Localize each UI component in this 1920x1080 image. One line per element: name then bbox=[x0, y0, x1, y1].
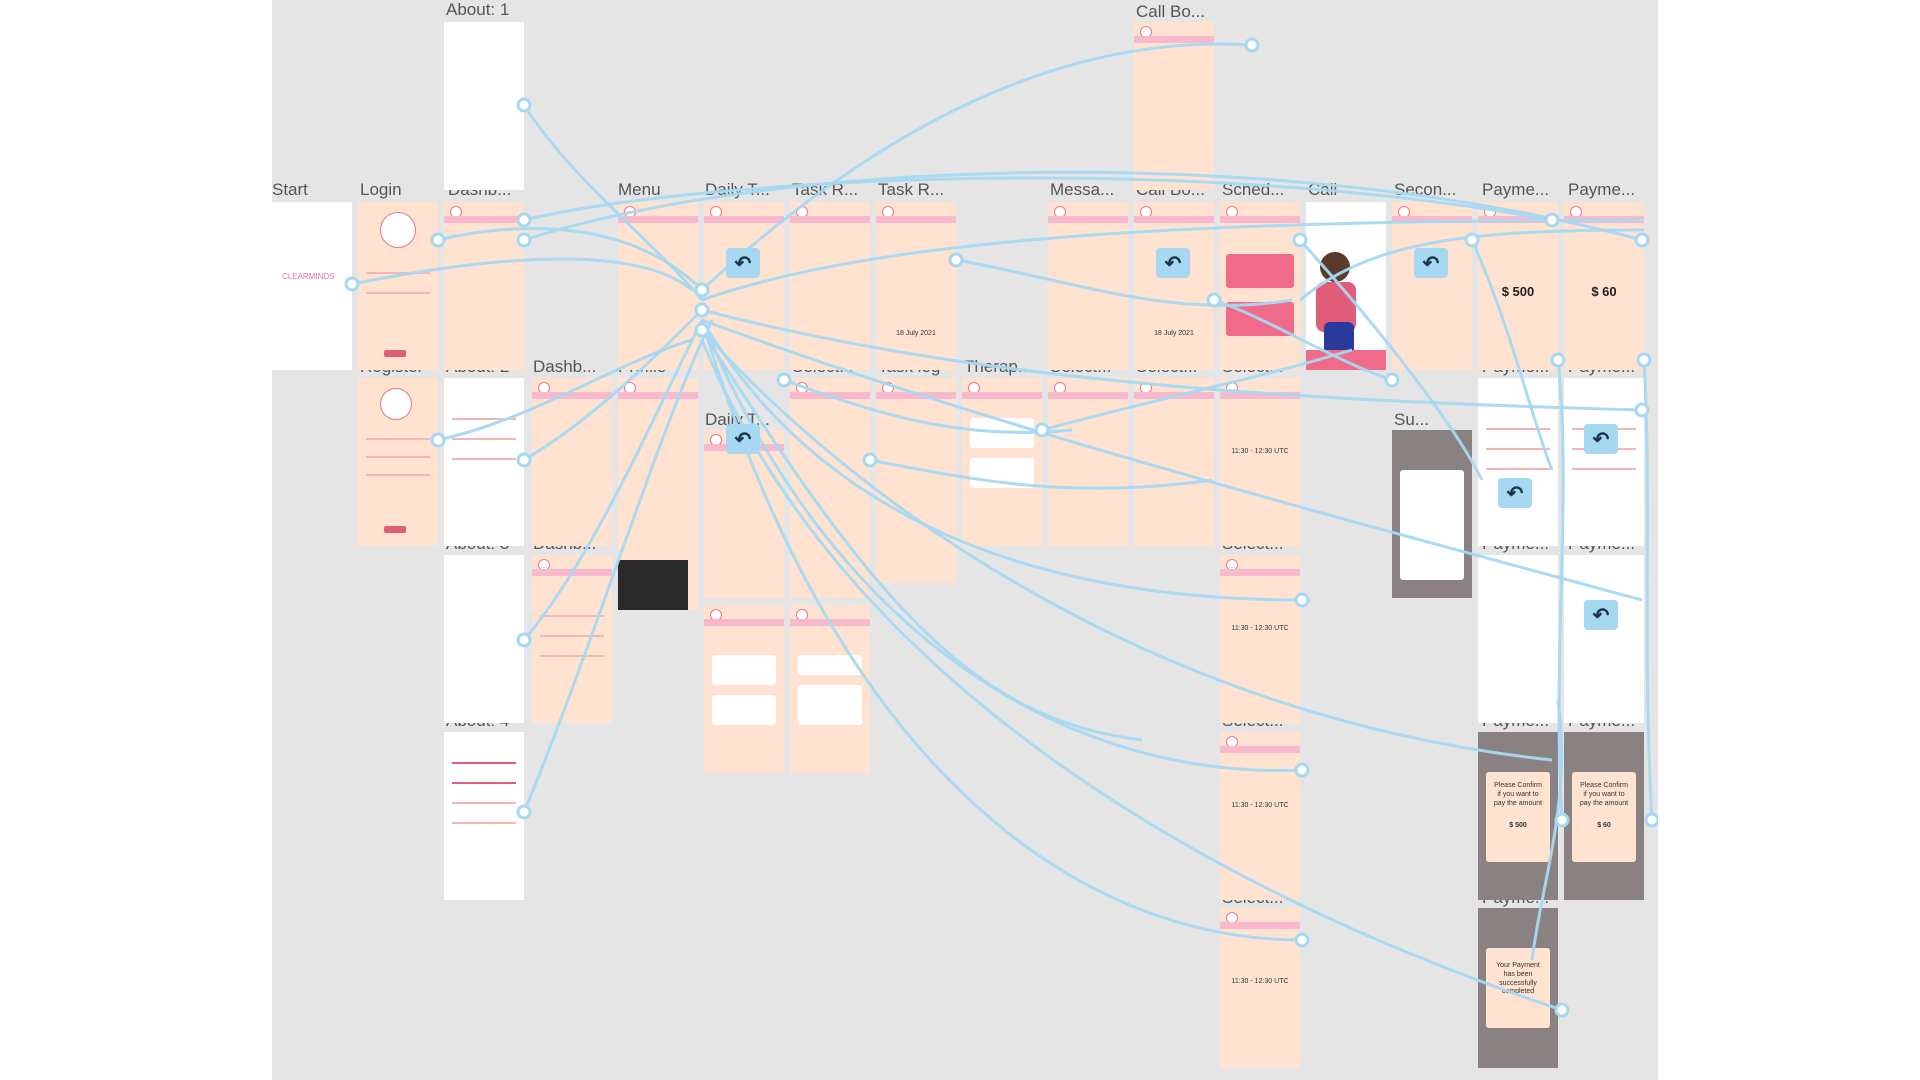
frame-payme5[interactable] bbox=[1478, 555, 1558, 723]
frame-payme4[interactable] bbox=[1564, 378, 1644, 546]
frame-label-messa[interactable]: Messa... bbox=[1050, 180, 1115, 199]
frame-taskr1[interactable] bbox=[790, 202, 870, 370]
frame-label-dash2[interactable]: Dashb... bbox=[533, 357, 597, 376]
logo-text: CLEARMINDS bbox=[282, 272, 335, 281]
wire-group bbox=[351, 42, 1654, 1012]
calendar-date: 18 July 2021 bbox=[1154, 330, 1194, 337]
frame-label-about1[interactable]: About: 1 bbox=[446, 0, 510, 19]
prototype-canvas[interactable]: Start Login Register About: 1 About: 2 A… bbox=[272, 0, 1658, 1080]
frame-register[interactable] bbox=[358, 378, 438, 546]
frame-taskr2[interactable]: 18 July 2021 bbox=[876, 202, 956, 370]
frame-label-payme1[interactable]: Payme... bbox=[1482, 180, 1550, 199]
frame-messa[interactable] bbox=[1048, 202, 1128, 370]
time-slot: 11:30 - 12:30 UTC bbox=[1231, 802, 1289, 809]
time-slot: 11:30 - 12:30 UTC bbox=[1231, 978, 1289, 985]
frame-select2[interactable] bbox=[1048, 378, 1128, 546]
login-button[interactable] bbox=[384, 350, 406, 357]
frame-login[interactable] bbox=[358, 202, 438, 370]
frame-payme8[interactable]: Please Confirm if you want to pay the am… bbox=[1564, 732, 1644, 900]
frame-label-su[interactable]: Su... bbox=[1394, 410, 1429, 429]
frame-sched[interactable] bbox=[1220, 202, 1300, 370]
frame-dash3[interactable] bbox=[532, 555, 612, 723]
confirm-amount: $ 500 bbox=[1509, 822, 1527, 829]
avatar-icon bbox=[380, 212, 416, 248]
avatar-icon bbox=[380, 388, 412, 420]
frame-label-callbo1[interactable]: Call Bo... bbox=[1136, 2, 1205, 21]
calendar-date: 18 July 2021 bbox=[896, 330, 936, 337]
frame-label-start[interactable]: Start bbox=[272, 180, 308, 199]
back-arrow-icon[interactable]: ↶ bbox=[726, 424, 760, 454]
node-group bbox=[344, 37, 1658, 1018]
success-text: Your Payment has been successfully compl… bbox=[1496, 962, 1540, 996]
price-label: $ 500 bbox=[1501, 284, 1535, 299]
frame-label-daily2[interactable]: Daily T... bbox=[705, 410, 770, 429]
frame-su[interactable] bbox=[1392, 430, 1472, 598]
confirm-text: Please Confirm if you want to pay the am… bbox=[1493, 782, 1543, 807]
price-label: $ 60 bbox=[1591, 284, 1617, 299]
frame-notes[interactable] bbox=[704, 605, 784, 773]
frame-secon[interactable] bbox=[1392, 202, 1472, 370]
prototype-connections bbox=[344, 37, 1658, 1018]
back-arrow-icon[interactable]: ↶ bbox=[1584, 424, 1618, 454]
back-arrow-icon[interactable]: ↶ bbox=[1498, 478, 1532, 508]
frame-select5[interactable]: 11:30 - 12:30 UTC bbox=[1220, 555, 1300, 723]
back-arrow-icon[interactable]: ↶ bbox=[1414, 248, 1448, 278]
frame-start[interactable]: CLEARMINDS bbox=[272, 202, 352, 370]
confirm-text: Please Confirm if you want to pay the am… bbox=[1579, 782, 1629, 807]
frame-about2[interactable] bbox=[444, 378, 524, 546]
frame-label-login[interactable]: Login bbox=[360, 180, 402, 199]
time-slot: 11:30 - 12:30 UTC bbox=[1231, 448, 1289, 455]
frame-tasklog[interactable] bbox=[876, 378, 956, 583]
frame-label-payme2[interactable]: Payme... bbox=[1568, 180, 1636, 199]
back-arrow-icon[interactable]: ↶ bbox=[1156, 248, 1190, 278]
confirm-amount: $ 60 bbox=[1597, 822, 1611, 829]
register-button[interactable] bbox=[384, 526, 406, 533]
back-arrow-icon[interactable]: ↶ bbox=[726, 248, 760, 278]
back-arrow-icon[interactable]: ↶ bbox=[1584, 600, 1618, 630]
time-slot: 11:30 - 12:30 UTC bbox=[1231, 625, 1289, 632]
frame-about1[interactable] bbox=[444, 22, 524, 190]
frame-label-taskr2[interactable]: Task R... bbox=[878, 180, 945, 199]
frame-about4[interactable] bbox=[444, 732, 524, 900]
frame-about3[interactable] bbox=[444, 555, 524, 723]
frame-select4[interactable]: 11:30 - 12:30 UTC bbox=[1220, 378, 1300, 546]
frame-profile[interactable] bbox=[618, 378, 698, 610]
frame-label-menu[interactable]: Menu bbox=[618, 180, 661, 199]
profile-photo bbox=[618, 560, 688, 610]
